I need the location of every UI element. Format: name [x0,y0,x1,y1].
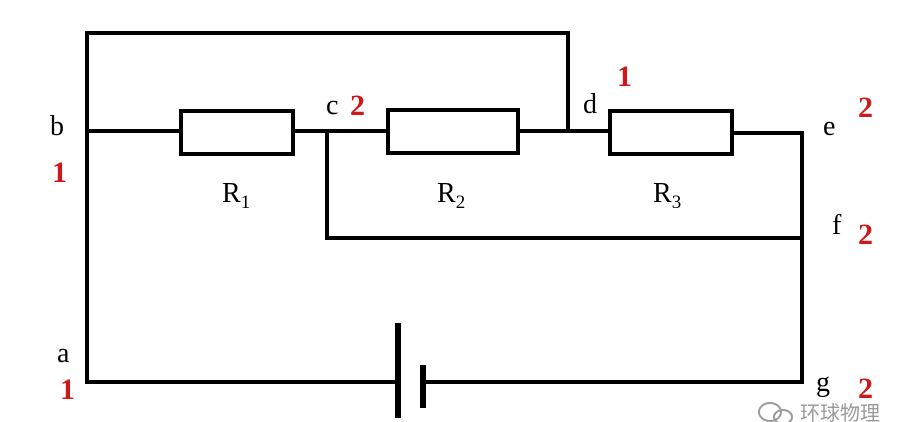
node-label-c: c [326,90,338,121]
resistor-r1-label: R1 [222,178,250,213]
resistor-r2 [386,108,520,155]
watermark-text: 环球物理 [800,401,880,422]
resistor-r3-label: R3 [653,178,681,213]
watermark: 环球物理 [758,401,880,422]
node-label-b: b [50,111,64,142]
node-potential-a: 1 [60,373,75,406]
node-potential-f: 2 [858,218,873,251]
node-label-e: e [823,111,835,142]
node-potential-c: 2 [350,89,365,122]
battery [395,323,426,418]
node-potential-g: 2 [858,372,873,405]
node-potential-e: 2 [858,91,873,124]
node-label-g: g [816,367,830,398]
node-label-f: f [832,210,842,241]
node-potential-b: 1 [52,156,67,189]
resistor-r1 [179,109,295,156]
resistor-r3 [608,109,734,156]
wechat-icon [758,402,793,422]
wire-c-f [325,129,804,240]
node-label-d: d [583,89,597,120]
resistor-r2-label: R2 [437,178,465,213]
node-label-a: a [57,338,70,369]
node-potential-d: 1 [617,60,632,93]
wire-top-bypass [85,31,570,134]
